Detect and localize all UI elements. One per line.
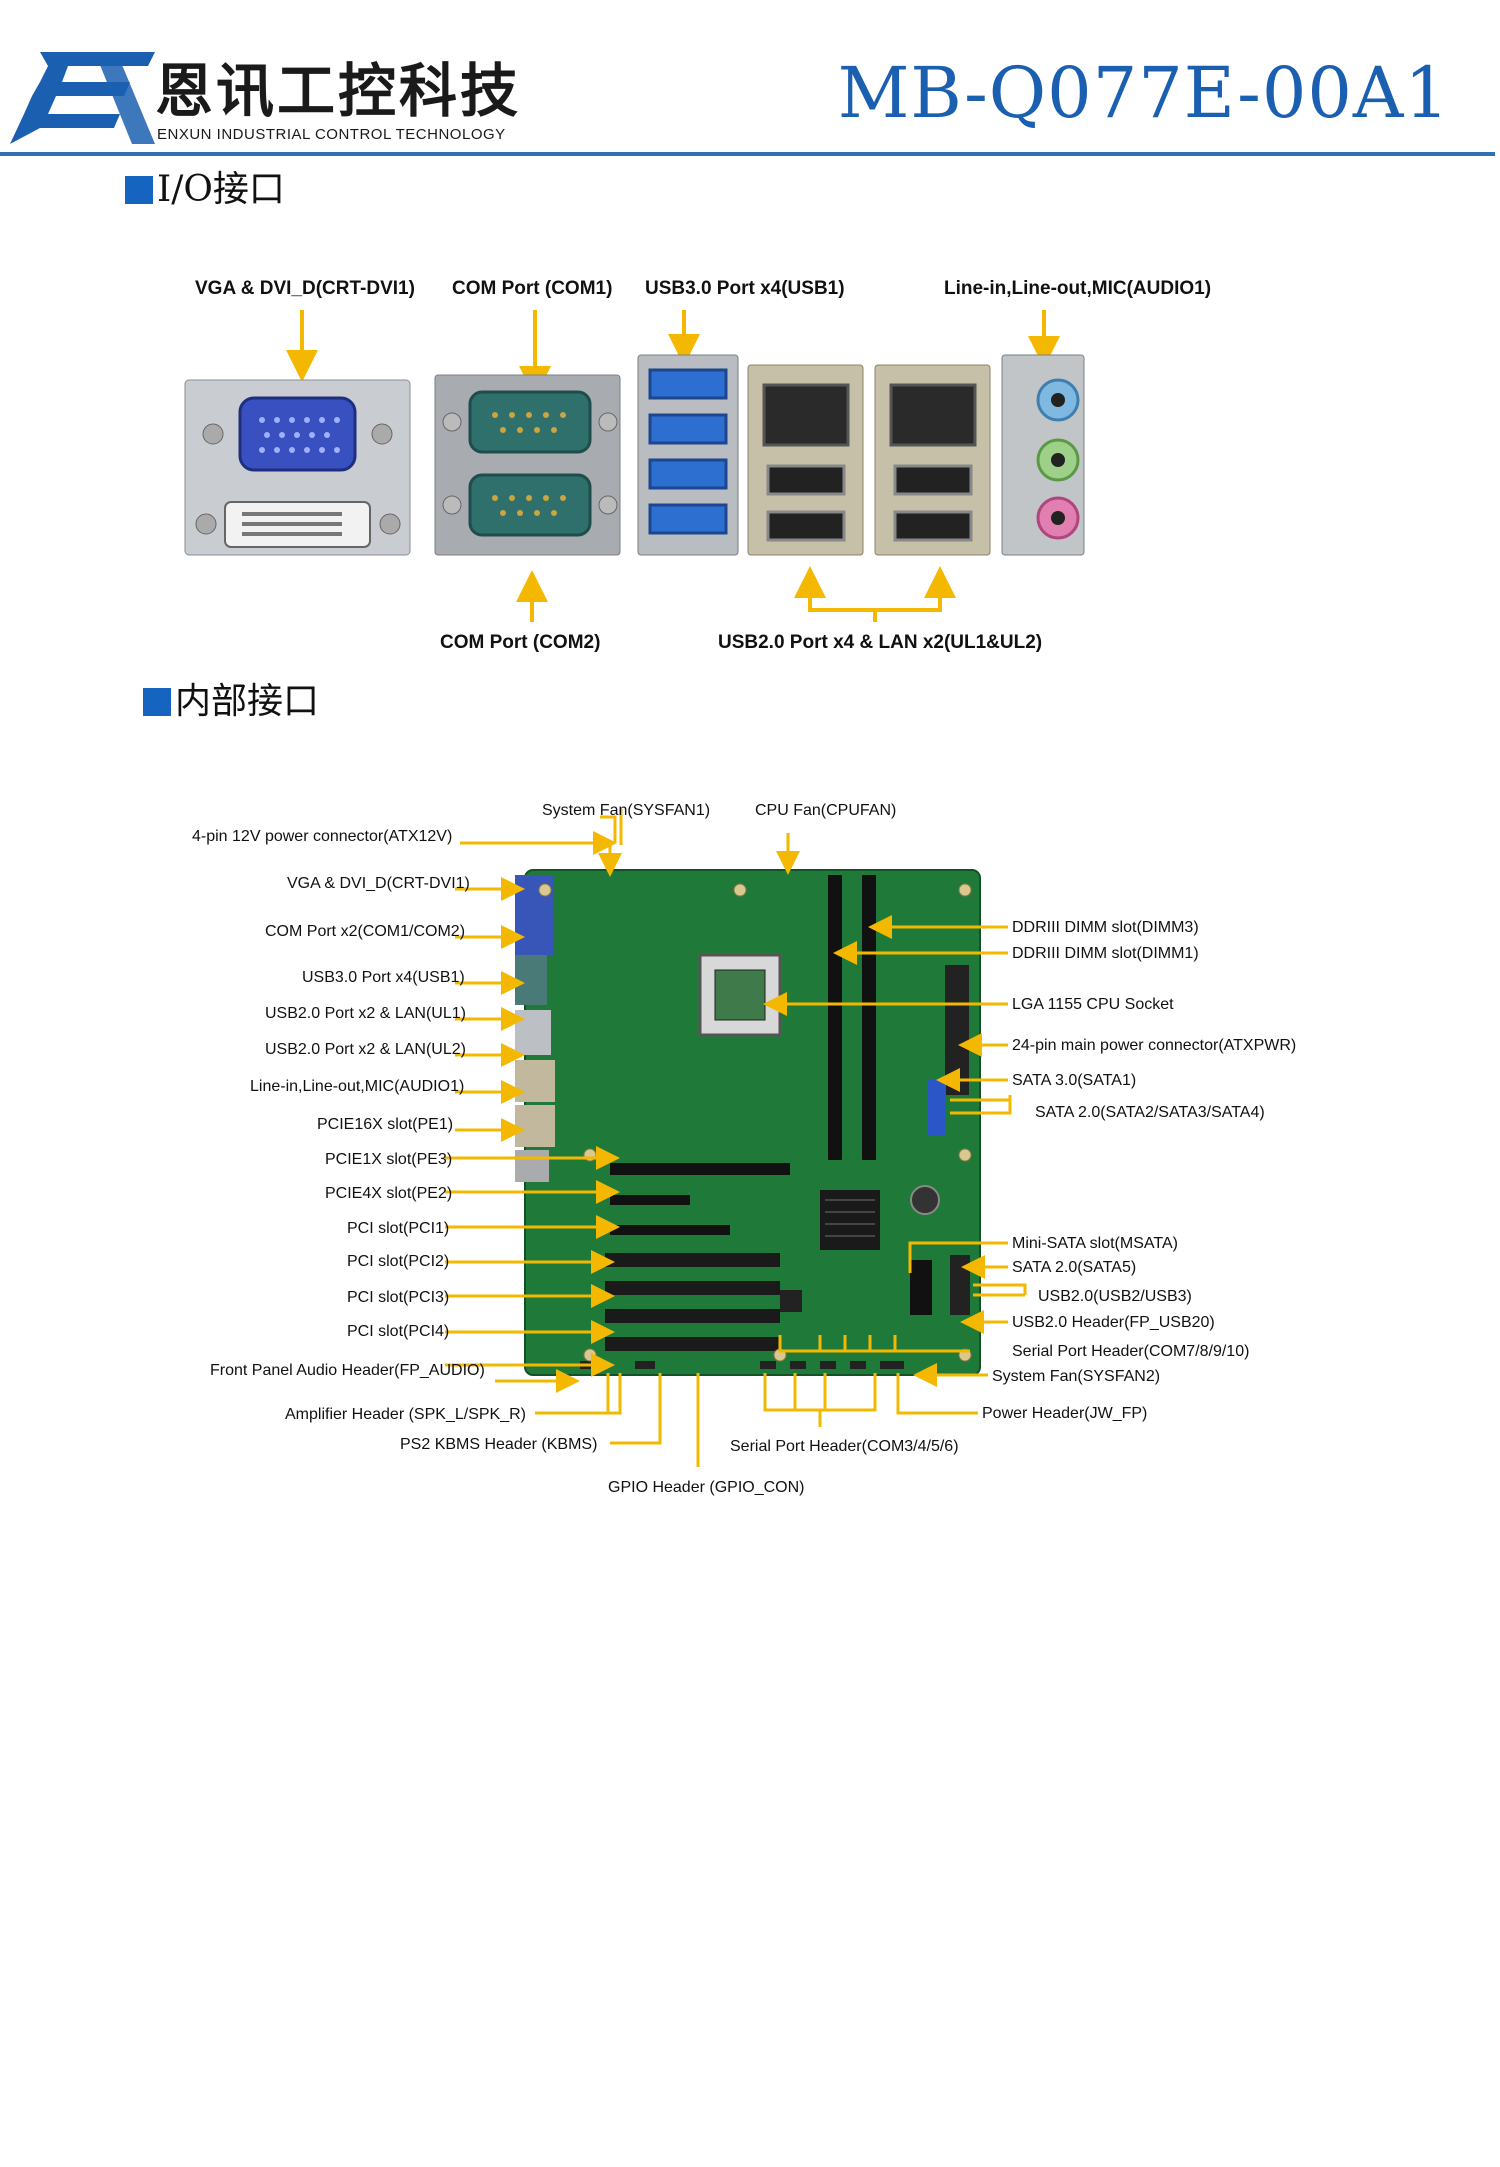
label-pci1: PCI slot(PCI1)	[347, 1220, 449, 1237]
section-title-text: 内部接口	[175, 681, 320, 722]
label-fpusb: USB2.0 Header(FP_USB20)	[1012, 1314, 1215, 1331]
label-sysfan1: System Fan(SYSFAN1)	[542, 802, 710, 819]
label-pci4: PCI slot(PCI4)	[347, 1323, 449, 1340]
board-callout-arrows	[445, 809, 1027, 1467]
enxun-logo-icon: EX	[10, 52, 155, 144]
io-label-audio: Line-in,Line-out,MIC(AUDIO1)	[944, 278, 1211, 299]
label-cpufan: CPU Fan(CPUFAN)	[755, 802, 896, 819]
label-dimm1: DDRIII DIMM slot(DIMM1)	[1012, 945, 1199, 962]
label-pci3: PCI slot(PCI3)	[347, 1289, 449, 1306]
label-atxpwr: 24-pin main power connector(ATXPWR)	[1012, 1037, 1296, 1054]
audio-jacks	[1001, 354, 1085, 556]
label-sata234: SATA 2.0(SATA2/SATA3/SATA4)	[1035, 1104, 1265, 1121]
section-title-internal: 内部接口	[143, 684, 319, 720]
lan-usb-stacks	[747, 364, 991, 556]
label-gpio: GPIO Header (GPIO_CON)	[608, 1479, 805, 1496]
label-msata: Mini-SATA slot(MSATA)	[1012, 1235, 1178, 1252]
label-com: COM Port x2(COM1/COM2)	[265, 923, 465, 940]
label-fpaudio: Front Panel Audio Header(FP_AUDIO)	[210, 1362, 485, 1379]
label-kbms: PS2 KBMS Header (KBMS)	[400, 1436, 597, 1453]
io-label-vga: VGA & DVI_D(CRT-DVI1)	[195, 278, 415, 299]
section-bullet-icon	[125, 176, 153, 204]
section-title-text: I/O接口	[157, 169, 285, 210]
board-labels: System Fan(SYSFAN1) CPU Fan(CPUFAN) 4-pi…	[192, 802, 1296, 1496]
label-pe2: PCIE4X slot(PE2)	[325, 1185, 452, 1202]
model-number: MB-Q077E-00A1	[837, 52, 1450, 134]
label-jwfp: Power Header(JW_FP)	[982, 1405, 1147, 1422]
label-com710: Serial Port Header(COM7/8/9/10)	[1012, 1343, 1249, 1360]
label-ul1: USB2.0 Port x2 & LAN(UL1)	[265, 1005, 466, 1022]
io-label-com1: COM Port (COM1)	[452, 278, 612, 299]
label-sata1: SATA 3.0(SATA1)	[1012, 1072, 1136, 1089]
label-sysfan2: System Fan(SYSFAN2)	[992, 1368, 1160, 1385]
label-ul2: USB2.0 Port x2 & LAN(UL2)	[265, 1041, 466, 1058]
brand-name-cn: 恩讯工控科技	[155, 57, 522, 125]
io-label-com2: COM Port (COM2)	[440, 632, 600, 653]
io-panel-figure: VGA & DVI_D(CRT-DVI1) COM Port (COM1) US…	[184, 278, 1211, 653]
page-header: EX 恩讯工控科技 ENXUN INDUSTRIAL CONTROL TECHN…	[0, 0, 1500, 160]
label-pci2: PCI slot(PCI2)	[347, 1253, 449, 1270]
label-dimm3: DDRIII DIMM slot(DIMM3)	[1012, 919, 1199, 936]
io-label-usb3: USB3.0 Port x4(USB1)	[645, 278, 845, 299]
label-sata5: SATA 2.0(SATA5)	[1012, 1259, 1136, 1276]
label-atx12v: 4-pin 12V power connector(ATX12V)	[192, 828, 452, 845]
io-label-usb2lan: USB2.0 Port x4 & LAN x2(UL1&UL2)	[718, 632, 1042, 653]
label-cpu: LGA 1155 CPU Socket	[1012, 996, 1174, 1013]
motherboard-figure: System Fan(SYSFAN1) CPU Fan(CPUFAN) 4-pi…	[192, 802, 1296, 1496]
label-usb23: USB2.0(USB2/USB3)	[1038, 1288, 1192, 1305]
brand-name-en: ENXUN INDUSTRIAL CONTROL TECHNOLOGY	[157, 126, 506, 143]
label-audio: Line-in,Line-out,MIC(AUDIO1)	[250, 1078, 464, 1095]
label-usb3: USB3.0 Port x4(USB1)	[302, 969, 465, 986]
com-ports	[434, 374, 621, 556]
usb3-stack	[637, 354, 739, 556]
label-vga: VGA & DVI_D(CRT-DVI1)	[287, 875, 470, 892]
label-pe3: PCIE1X slot(PE3)	[325, 1151, 452, 1168]
vga-dvi-connector	[184, 379, 411, 556]
io-callout-arrows	[286, 310, 1060, 622]
header-rule	[0, 152, 1495, 156]
section-bullet-icon	[143, 688, 171, 716]
pcb-board	[515, 869, 981, 1376]
label-com36: Serial Port Header(COM3/4/5/6)	[730, 1438, 959, 1455]
label-spk: Amplifier Header (SPK_L/SPK_R)	[285, 1406, 526, 1423]
section-title-io: I/O接口	[125, 172, 285, 208]
label-pe1: PCIE16X slot(PE1)	[317, 1116, 453, 1133]
